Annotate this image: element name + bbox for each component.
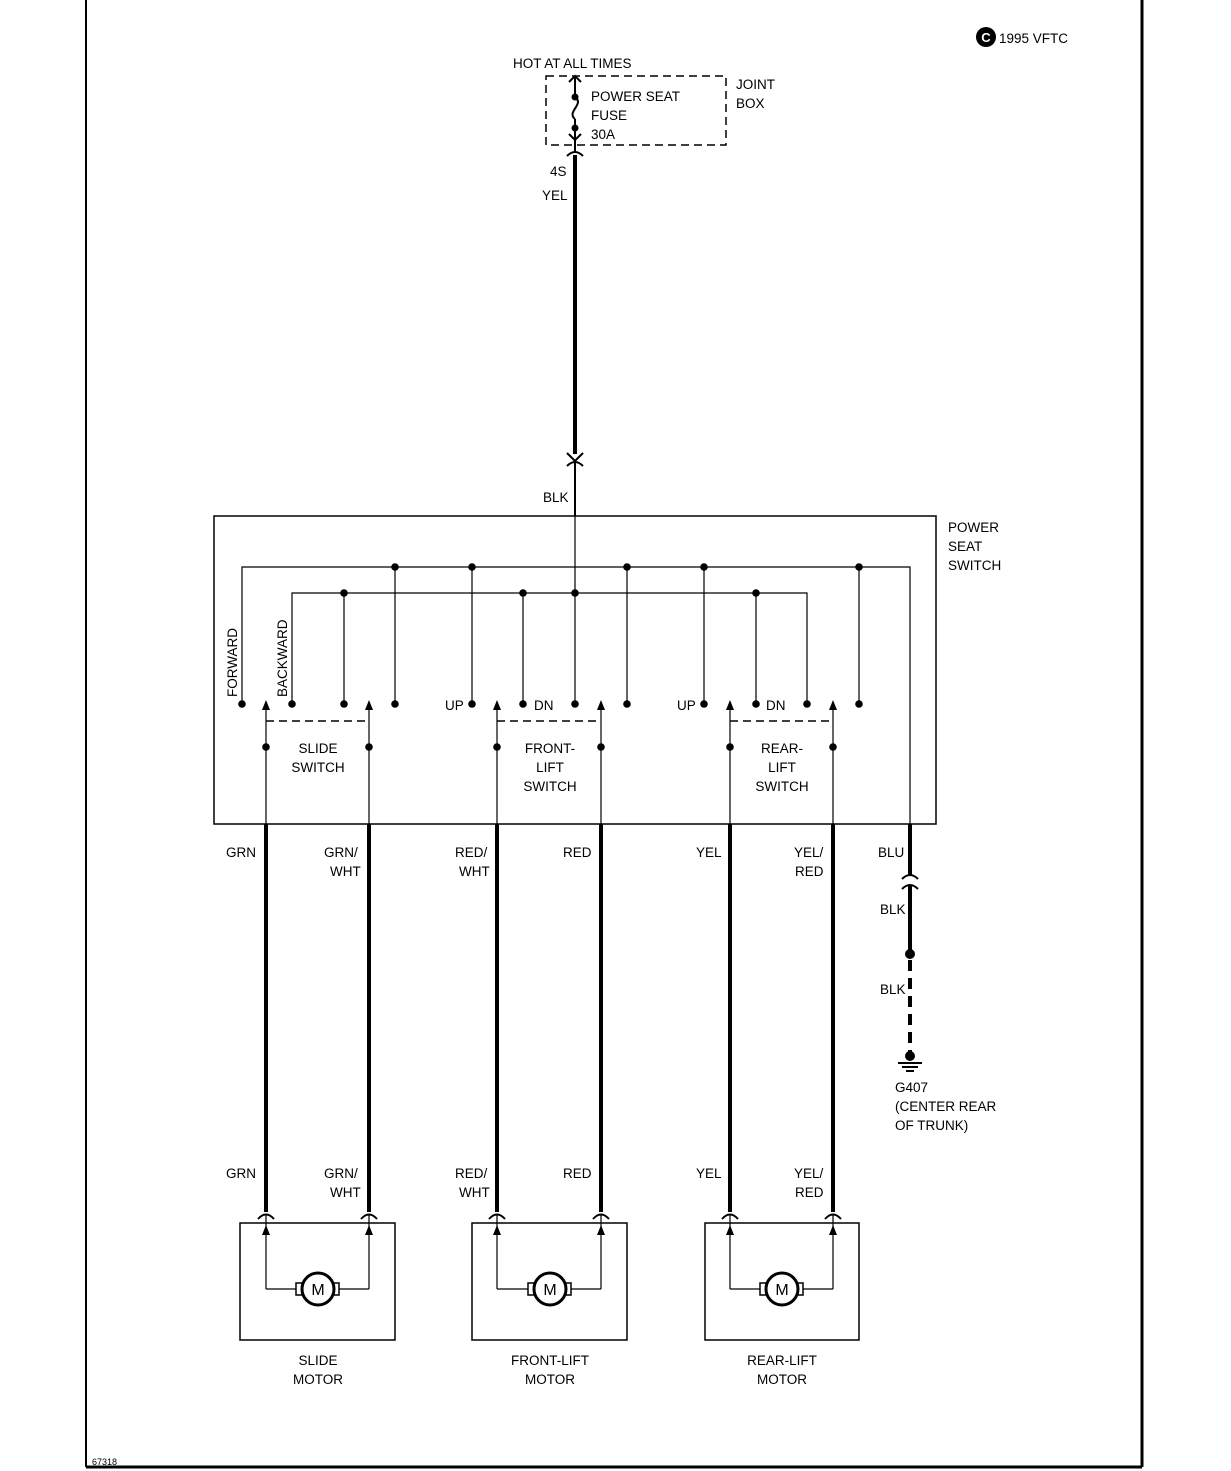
wire-label-grn-wht-bottom-2: WHT (330, 1185, 361, 1200)
front-dn-label: DN (534, 698, 554, 713)
motor-icon (532, 1271, 568, 1307)
forward-bus (241, 566, 911, 824)
switch-title-3: SWITCH (948, 558, 1001, 573)
motor-symbol: M (543, 1282, 556, 1299)
figure-id: 67318 (92, 1457, 117, 1467)
slide-switch-label-2: SWITCH (291, 760, 344, 775)
ground-location-2: OF TRUNK) (895, 1118, 968, 1133)
motor-symbol: M (311, 1282, 324, 1299)
rear-lift-switch-label-1: REAR- (761, 741, 803, 756)
connector-icon (566, 452, 584, 463)
front-lift-motor-box (471, 1222, 628, 1341)
wire-label-red-wht-1: RED/ (455, 845, 488, 860)
motor-wires: GRN GRN/ WHT RED/ WHT RED YEL YEL/ RED B… (226, 747, 904, 1212)
rear-lift-motor: M REAR-LIFT MOTOR (704, 1213, 860, 1387)
wire-label-yel-bottom: YEL (696, 1166, 722, 1181)
slide-motor-label-1: SLIDE (298, 1353, 337, 1368)
copyright-symbol: C (981, 30, 991, 45)
wire-label-yel: YEL (696, 845, 722, 860)
wire-label-grn: GRN (226, 845, 256, 860)
hot-at-all-times-label: HOT AT ALL TIMES (513, 56, 632, 71)
joint-box-outline (545, 75, 727, 146)
rear-lift-switch-label-3: SWITCH (755, 779, 808, 794)
switch-input-wire-color: BLK (543, 490, 569, 505)
wire-label-yel-red-2: RED (795, 864, 824, 879)
wire-label-yel-red-1: YEL/ (794, 845, 824, 860)
slide-switch-label-1: SLIDE (298, 741, 337, 756)
ground-circuit: BLK BLK G407 (CENTER REAR OF TRUNK) (880, 824, 997, 1133)
motor-symbol: M (775, 1282, 788, 1299)
slide-motor-label-2: MOTOR (293, 1372, 343, 1387)
slide-motor: M SLIDE MOTOR (239, 1213, 396, 1387)
switch-contacts (238, 700, 863, 708)
bus-junctions (340, 563, 863, 597)
feed-wire: 4S YEL BLK (542, 140, 584, 516)
ground-wire-label-1: BLK (880, 902, 906, 917)
front-lift-switch-label-3: SWITCH (523, 779, 576, 794)
wire-label-red-wht-bottom-1: RED/ (455, 1166, 488, 1181)
feed-wire-color: YEL (542, 188, 568, 203)
rear-lift-motor-label-2: MOTOR (757, 1372, 807, 1387)
joint-box: HOT AT ALL TIMES JOINT BOX POWER SEAT FU… (513, 56, 775, 146)
front-up-label: UP (445, 698, 464, 713)
wire-label-red-wht-2: WHT (459, 864, 490, 879)
wire-label-red-wht-bottom-2: WHT (459, 1185, 490, 1200)
front-lift-motor-label-1: FRONT-LIFT (511, 1353, 589, 1368)
motor-icon (300, 1271, 336, 1307)
wire-label-blu: BLU (878, 845, 904, 860)
connector-icon (901, 874, 919, 880)
fuse-label-3: 30A (591, 127, 615, 142)
wire-label-grn-wht-bottom-1: GRN/ (324, 1166, 358, 1181)
wire-label-grn-bottom: GRN (226, 1166, 256, 1181)
power-seat-switch: POWER SEAT SWITCH (213, 515, 1001, 825)
rear-up-label: UP (677, 698, 696, 713)
wire-label-red-bottom: RED (563, 1166, 592, 1181)
slide-motor-box (239, 1222, 396, 1341)
fuse-label-2: FUSE (591, 108, 627, 123)
joint-box-label-2: BOX (736, 96, 765, 111)
fuse-label-1: POWER SEAT (591, 89, 680, 104)
ground-wire-label-2: BLK (880, 982, 906, 997)
wire-label-grn-wht-1: GRN/ (324, 845, 358, 860)
wire-label-red: RED (563, 845, 592, 860)
joint-box-label-1: JOINT (736, 77, 775, 92)
wire-label-grn-wht-2: WHT (330, 864, 361, 879)
fuse-pin-label: 4S (550, 164, 567, 179)
fuse-icon (571, 96, 579, 120)
rear-lift-switch-label-2: LIFT (768, 760, 796, 775)
copyright-text: 1995 VFTC (999, 31, 1068, 46)
ground-location-1: (CENTER REAR (895, 1099, 997, 1114)
rear-lift-motor-box (704, 1222, 860, 1341)
switch-title-1: POWER (948, 520, 999, 535)
front-lift-switch-label-2: LIFT (536, 760, 564, 775)
switch-title-2: SEAT (948, 539, 982, 554)
splice-dot (905, 949, 915, 959)
rear-dn-label: DN (766, 698, 786, 713)
forward-label: FORWARD (225, 628, 240, 697)
ground-icon (898, 1062, 922, 1072)
rear-lift-motor-label-1: REAR-LIFT (747, 1353, 817, 1368)
page-frame (85, 0, 1144, 1469)
wire-label-yel-red-bottom-2: RED (795, 1185, 824, 1200)
ground-name: G407 (895, 1080, 928, 1095)
front-lift-motor: M FRONT-LIFT MOTOR (471, 1213, 628, 1387)
front-lift-motor-label-2: MOTOR (525, 1372, 575, 1387)
wire-label-yel-red-bottom-1: YEL/ (794, 1166, 824, 1181)
backward-label: BACKWARD (275, 619, 290, 697)
front-lift-switch-label-1: FRONT- (525, 741, 575, 756)
motor-icon (764, 1271, 800, 1307)
copyright-mark: C 1995 VFTC (976, 27, 1068, 47)
backward-bus (291, 592, 808, 704)
